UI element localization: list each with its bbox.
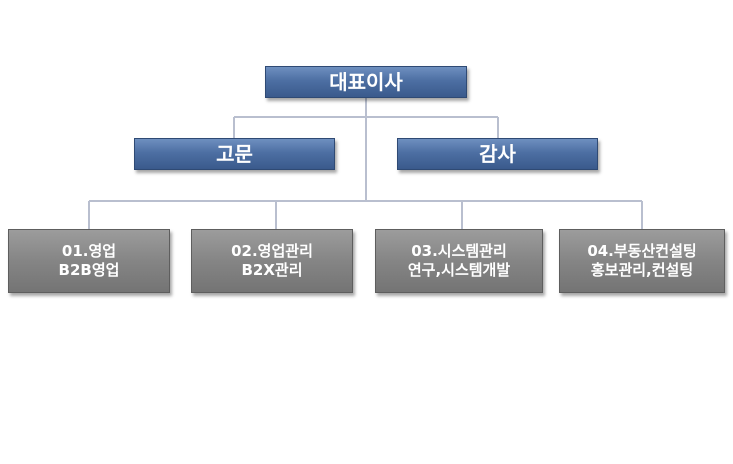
department-subtitle: B2B영업 bbox=[58, 261, 120, 279]
ceo-box: 대표이사 bbox=[265, 66, 467, 98]
department-box-real-estate-consulting: 04.부동산컨설팅 홍보관리,컨설팅 bbox=[559, 229, 725, 293]
auditor-box: 감사 bbox=[397, 138, 598, 170]
department-box-sales: 01.영업 B2B영업 bbox=[8, 229, 170, 293]
advisor-label: 고문 bbox=[216, 141, 253, 166]
department-title: 02.영업관리 bbox=[231, 242, 313, 261]
department-box-sales-management: 02.영업관리 B2X관리 bbox=[191, 229, 353, 293]
advisor-box: 고문 bbox=[134, 138, 335, 170]
ceo-label: 대표이사 bbox=[329, 69, 403, 94]
department-title: 04.부동산컨설팅 bbox=[587, 242, 697, 261]
department-title: 03.시스템관리 bbox=[411, 242, 507, 261]
department-box-system-management: 03.시스템관리 연구,시스템개발 bbox=[375, 229, 543, 293]
department-subtitle: 연구,시스템개발 bbox=[407, 261, 511, 279]
auditor-label: 감사 bbox=[479, 141, 516, 166]
department-subtitle: B2X관리 bbox=[241, 261, 303, 279]
department-subtitle: 홍보관리,컨설팅 bbox=[590, 261, 694, 279]
department-title: 01.영업 bbox=[61, 242, 117, 261]
